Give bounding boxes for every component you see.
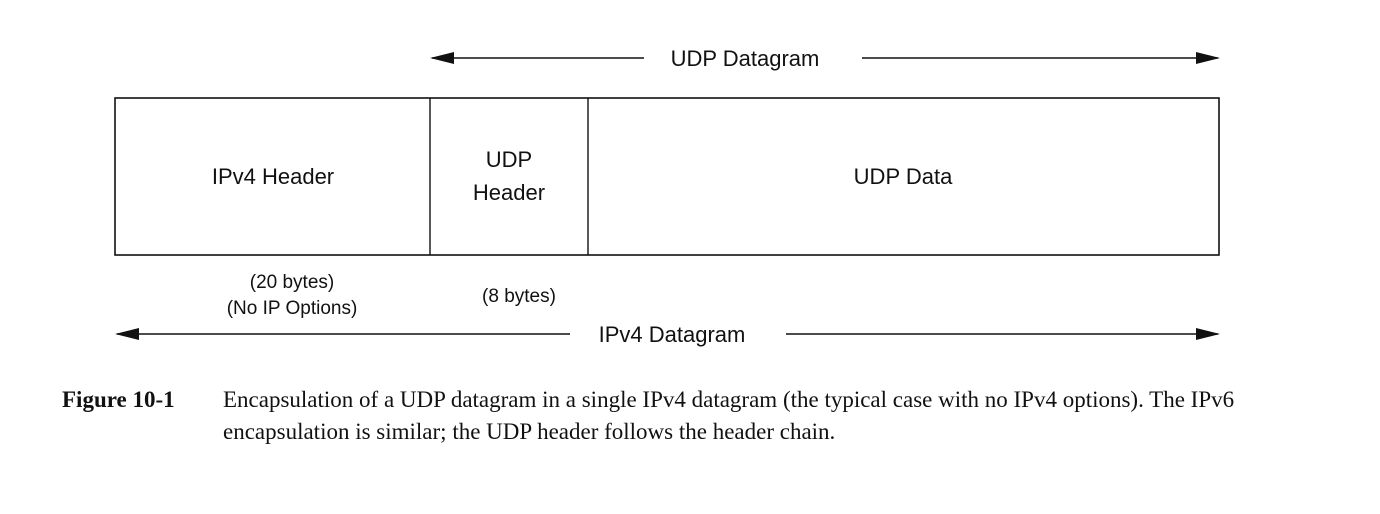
- ipv4-datagram-label: IPv4 Datagram: [599, 322, 746, 347]
- packet-outline: [114, 97, 1220, 256]
- packet-layout: IPv4 Header UDP Header UDP Data: [114, 97, 1220, 256]
- encapsulation-diagram: UDP Datagram IPv4 Header UDP Header UDP …: [114, 46, 1220, 347]
- udp-header-label-line1: UDP: [486, 147, 532, 172]
- ipv4-datagram-arrow: IPv4 Datagram: [115, 322, 1220, 347]
- udp-datagram-label: UDP Datagram: [671, 46, 820, 71]
- udp-datagram-arrow: UDP Datagram: [430, 46, 1220, 71]
- figure-caption-text: Encapsulation of a UDP datagram in a sin…: [223, 387, 1235, 444]
- udp-header-label-line2: Header: [473, 180, 545, 205]
- ipv4-size-line1: (20 bytes): [250, 272, 334, 293]
- size-annotations: (20 bytes) (No IP Options) (8 bytes): [227, 272, 556, 319]
- ipv4-header-label: IPv4 Header: [212, 164, 334, 189]
- udp-data-label: UDP Data: [854, 164, 953, 189]
- figure-label: Figure 10-1: [62, 387, 175, 412]
- ipv4-size-line2: (No IP Options): [227, 298, 358, 319]
- udp-header-size: (8 bytes): [482, 286, 556, 307]
